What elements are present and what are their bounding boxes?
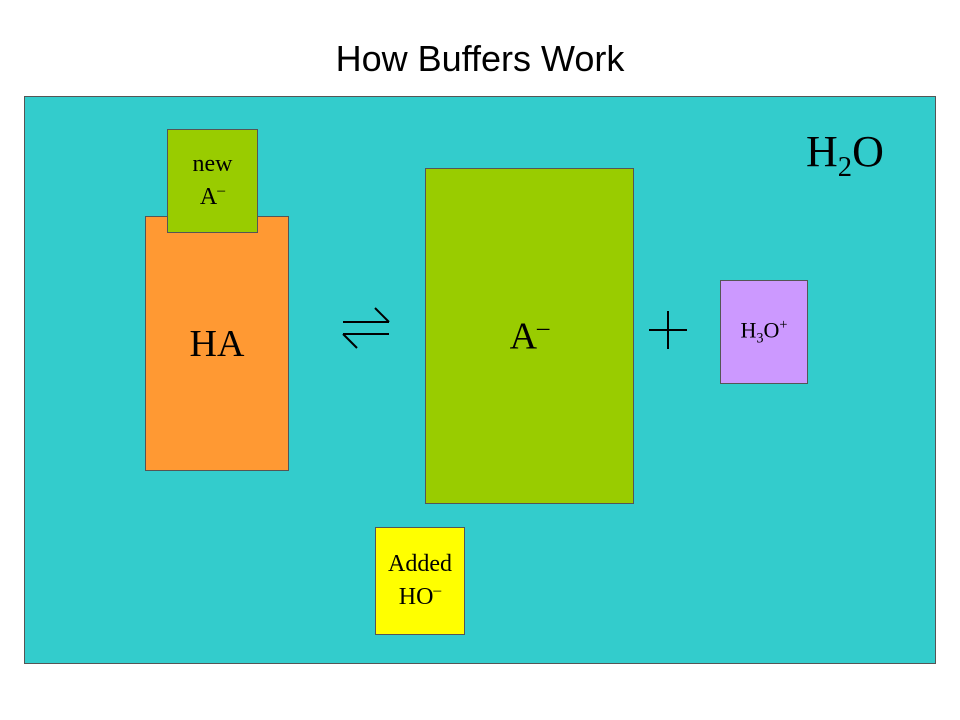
h3o-label: H3O+ xyxy=(740,317,787,348)
added-ho-line2: HO– xyxy=(388,581,452,613)
h2o-tail: O xyxy=(852,127,884,176)
slide-title: How Buffers Work xyxy=(335,38,625,79)
a-box: A– xyxy=(425,168,634,504)
ha-box: HA xyxy=(145,216,289,471)
equilibrium-arrow-icon xyxy=(342,307,390,349)
a-label: A– xyxy=(510,314,550,359)
h3o-h: H xyxy=(740,316,757,342)
new-a-main: A xyxy=(199,183,218,210)
a-charge: – xyxy=(537,313,550,341)
h3o-o: O xyxy=(763,316,780,342)
added-ho-box: Added HO– xyxy=(375,527,465,635)
a-main: A xyxy=(509,315,538,358)
h3o-box: H3O+ xyxy=(720,280,808,384)
plus-icon xyxy=(649,311,687,349)
added-ho-line1: Added xyxy=(388,551,452,578)
added-ho-charge: – xyxy=(433,581,442,599)
h3o-charge: + xyxy=(779,316,788,333)
ha-label: HA xyxy=(189,322,245,365)
new-a-line2: A– xyxy=(193,181,233,213)
h3o-subscript: 3 xyxy=(756,330,764,347)
new-a-line1: new xyxy=(192,151,233,178)
h2o-subscript: 2 xyxy=(837,151,853,183)
added-ho-main: HO xyxy=(398,583,434,610)
h2o-label: H2O xyxy=(806,126,884,184)
h2o-main: H xyxy=(806,127,838,176)
new-a-charge: – xyxy=(217,181,226,199)
new-a-box: new A– xyxy=(167,129,258,233)
